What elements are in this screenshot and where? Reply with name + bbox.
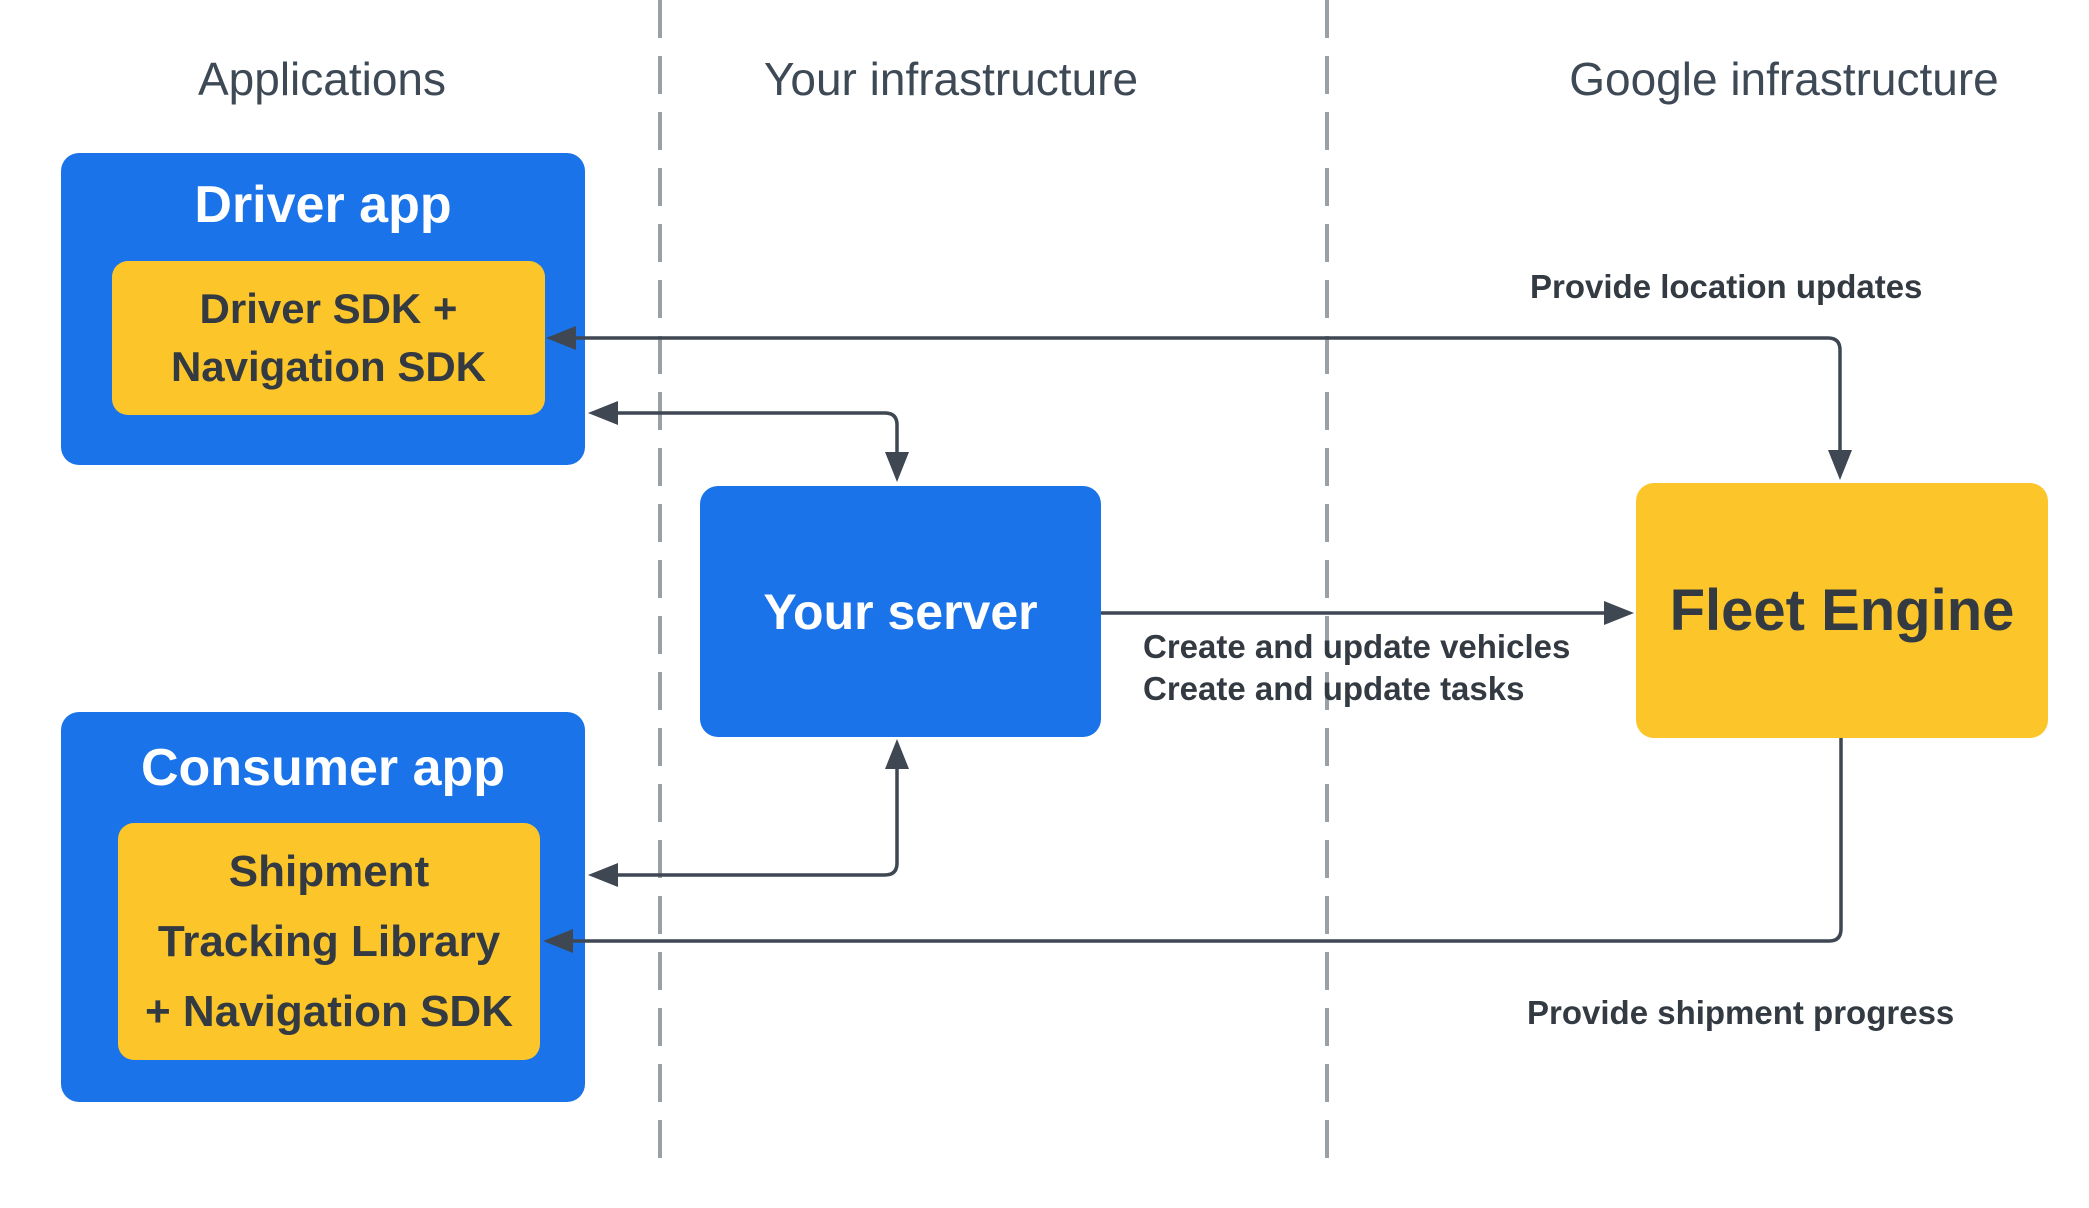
edge-label-create-update-vehicles: Create and update vehicles — [1143, 628, 1571, 665]
edge-label-provide-location-updates: Provide location updates — [1530, 268, 1923, 305]
column-header-your-infrastructure: Your infrastructure — [763, 53, 1139, 105]
edge-server-consumer-line — [616, 767, 899, 877]
arrowhead-down-into-your-server-icon — [885, 452, 909, 482]
fleet-engine-node: Fleet Engine — [1636, 483, 2048, 738]
fleet-engine-title: Fleet Engine — [1669, 578, 2015, 643]
arrowhead-down-into-fleet-engine-icon — [1828, 450, 1852, 480]
driver-sdk-line2: Navigation SDK — [170, 343, 487, 390]
driver-app-node: Driver app Driver SDK + Navigation SDK — [61, 153, 585, 465]
edge-label-provide-shipment-progress: Provide shipment progress — [1527, 994, 1955, 1031]
shipment-lib-line2: Tracking Library — [157, 916, 501, 966]
driver-app-title: Driver app — [194, 176, 452, 234]
arrowhead-left-into-driver-app-icon — [588, 401, 618, 425]
column-header-applications: Applications — [197, 53, 447, 105]
consumer-app-title: Consumer app — [140, 739, 506, 797]
your-server-node: Your server — [700, 486, 1101, 737]
edge-driver-server-line — [616, 411, 899, 454]
consumer-app-node: Consumer app Shipment Tracking Library +… — [61, 712, 585, 1102]
shipment-tracking-library-node: Shipment Tracking Library + Navigation S… — [118, 823, 540, 1060]
driver-sdk-line1: Driver SDK + — [199, 285, 458, 332]
edge-label-create-update: Create and update vehicles Create and up… — [1143, 626, 1570, 710]
arrowhead-left-into-consumer-app-icon — [588, 863, 618, 887]
driver-sdk-node: Driver SDK + Navigation SDK — [112, 261, 545, 415]
your-server-title: Your server — [763, 583, 1038, 640]
edge-shipment-progress-line — [571, 738, 1843, 943]
arrowhead-up-into-your-server-icon — [885, 739, 909, 769]
arrowhead-right-into-fleet-engine-icon — [1604, 601, 1634, 625]
shipment-lib-line3: + Navigation SDK — [145, 986, 513, 1036]
column-header-google-infrastructure: Google infrastructure — [1569, 53, 1999, 105]
edge-label-create-update-tasks: Create and update tasks — [1143, 670, 1525, 707]
shipment-lib-line1: Shipment — [228, 846, 430, 896]
edge-location-updates-line — [576, 336, 1842, 452]
